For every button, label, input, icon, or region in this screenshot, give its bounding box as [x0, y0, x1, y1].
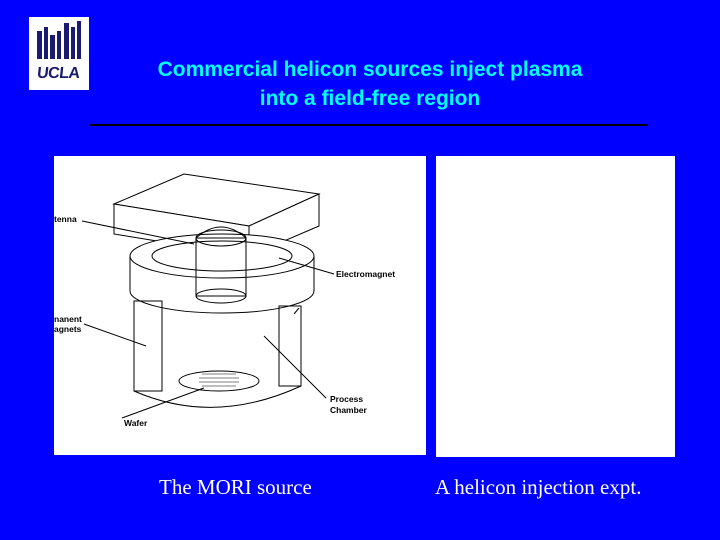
title-line-1: Commercial helicon sources inject plasma: [157, 58, 583, 81]
helicon-injection-figure: [436, 156, 675, 457]
slide-title: Commercial helicon sources inject plasma…: [95, 55, 645, 113]
title-line-2: into a field-free region: [259, 87, 481, 110]
ucla-logo: UCLA: [29, 17, 89, 90]
mori-source-diagram: tenna Electromagnet nanent agnets Proces…: [54, 173, 395, 428]
logo-text: UCLA: [36, 65, 81, 82]
caption-right: A helicon injection expt.: [435, 475, 642, 499]
royce-hall-icon: [37, 21, 81, 59]
label-process-1: Process: [330, 394, 363, 404]
label-permanent-1: nanent: [54, 314, 82, 324]
label-process-2: Chamber: [330, 405, 368, 415]
label-antenna: tenna: [54, 214, 77, 224]
label-permanent-2: agnets: [54, 324, 82, 334]
label-electromagnet: Electromagnet: [336, 269, 395, 279]
mori-source-figure: tenna Electromagnet nanent agnets Proces…: [54, 156, 426, 455]
caption-left: The MORI source: [159, 475, 312, 499]
title-divider: [90, 124, 648, 126]
label-wafer: Wafer: [124, 418, 148, 428]
